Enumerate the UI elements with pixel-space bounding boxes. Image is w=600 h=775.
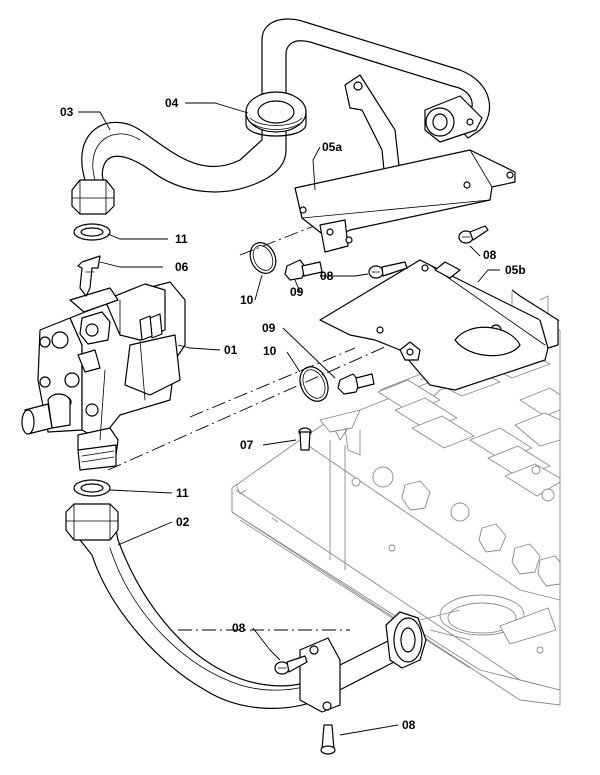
pipe-03-nut <box>71 179 115 215</box>
callout-10-lower: 10 <box>263 344 277 358</box>
callout-11-lower: 11 <box>176 486 189 500</box>
callout-09-upper: 09 <box>290 285 304 299</box>
pipe-02-flange <box>299 637 341 713</box>
callout-02: 02 <box>176 515 190 529</box>
gas-valve-01 <box>21 281 186 471</box>
callout-07: 07 <box>240 438 254 452</box>
leader-lines <box>78 102 500 736</box>
o-ring-10-upper <box>249 242 277 274</box>
callout-08-bottom: 08 <box>402 718 416 732</box>
pipe-03-connector <box>424 95 483 143</box>
screw-08-pipe <box>274 655 308 675</box>
screw-08-bracket <box>458 225 489 244</box>
pipe-02-nut-right <box>385 611 427 669</box>
callout-09-lower: 09 <box>262 321 276 335</box>
callout-08-middle: 08 <box>320 269 334 283</box>
callout-08-bracket: 08 <box>483 248 497 262</box>
callout-10-upper: 10 <box>240 293 254 307</box>
bracket-05a <box>294 74 516 253</box>
screw-08-middle <box>368 261 408 279</box>
bracket-05b <box>319 259 559 391</box>
screw-07 <box>298 427 312 451</box>
callout-08-pipe: 08 <box>232 621 246 635</box>
pipe-02-nut-top <box>65 503 119 541</box>
callout-labels: 03 04 05a 11 06 08 08 05b 10 09 09 01 10… <box>60 96 526 732</box>
callout-06: 06 <box>175 260 189 274</box>
seal-ring-04 <box>245 91 307 137</box>
washer-11-upper <box>73 223 111 241</box>
clip-06 <box>77 255 101 297</box>
o-ring-10-lower <box>299 366 329 402</box>
callout-05a: 05a <box>322 140 342 154</box>
screw-08-bottom <box>320 724 336 755</box>
fitting-09-upper <box>284 259 323 281</box>
callout-01: 01 <box>224 343 238 357</box>
callout-05b: 05b <box>505 263 526 277</box>
callout-04: 04 <box>165 96 179 110</box>
callout-11-upper: 11 <box>175 232 188 246</box>
washer-11-lower <box>73 479 111 497</box>
fitting-09-lower <box>337 373 375 395</box>
callout-03: 03 <box>60 105 74 119</box>
